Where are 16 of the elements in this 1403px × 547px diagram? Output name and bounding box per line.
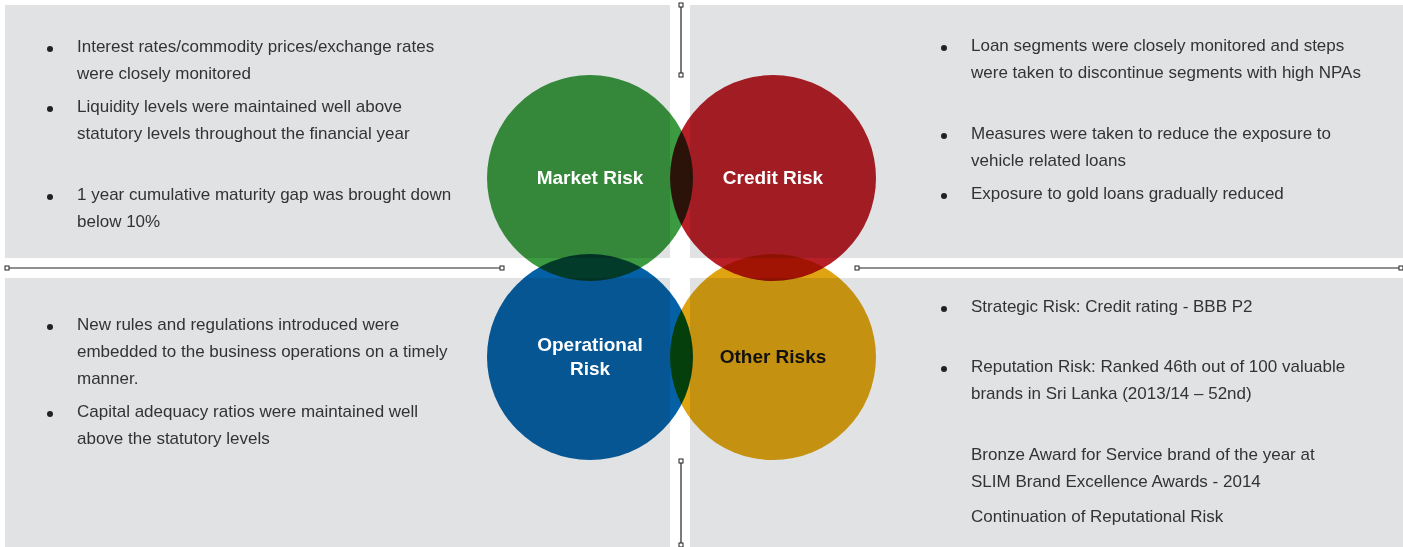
bullet-text: Loan segments were closely monitored and steps were taken to discontinue segments with high NPAs [971,35,1361,84]
note-text: Continuation of Reputational Risk [971,506,1225,528]
bullet-text: Liquidity levels were maintained well above statutory levels throughout the financial year [77,96,411,145]
circle-label: Operational Risk [536,333,644,381]
bullet-text: Capital adequacy ratios were maintained well above the statutory levels [77,401,420,450]
bullet-text: Interest rates/commodity prices/exchange rates were closely monitored [77,36,436,85]
circle-label: Credit Risk [721,166,825,190]
bullet-text: Reputation Risk: Ranked 46th out of 100 valuable brands in Sri Lanka (2013/14 – 52nd) [971,356,1347,405]
bullet-text: New rules and regulations introduced were embedded to the business operations on a timely manner. [77,314,449,390]
circle-label: Other Risks [718,345,828,369]
bullet-text: 1 year cumulative maturity gap was brought down below 10% [77,184,452,233]
circle-label: Market Risk [535,166,645,190]
bullet-text: Measures were taken to reduce the exposure to vehicle related loans [971,123,1333,172]
bullet-text: Exposure to gold loans gradually reduced [971,183,1285,205]
bullet-text: Strategic Risk: Credit rating - BBB P2 [971,296,1254,318]
note-text: Bronze Award for Service brand of the year at SLIM Brand Excellence Awards - 2014 [971,444,1316,493]
